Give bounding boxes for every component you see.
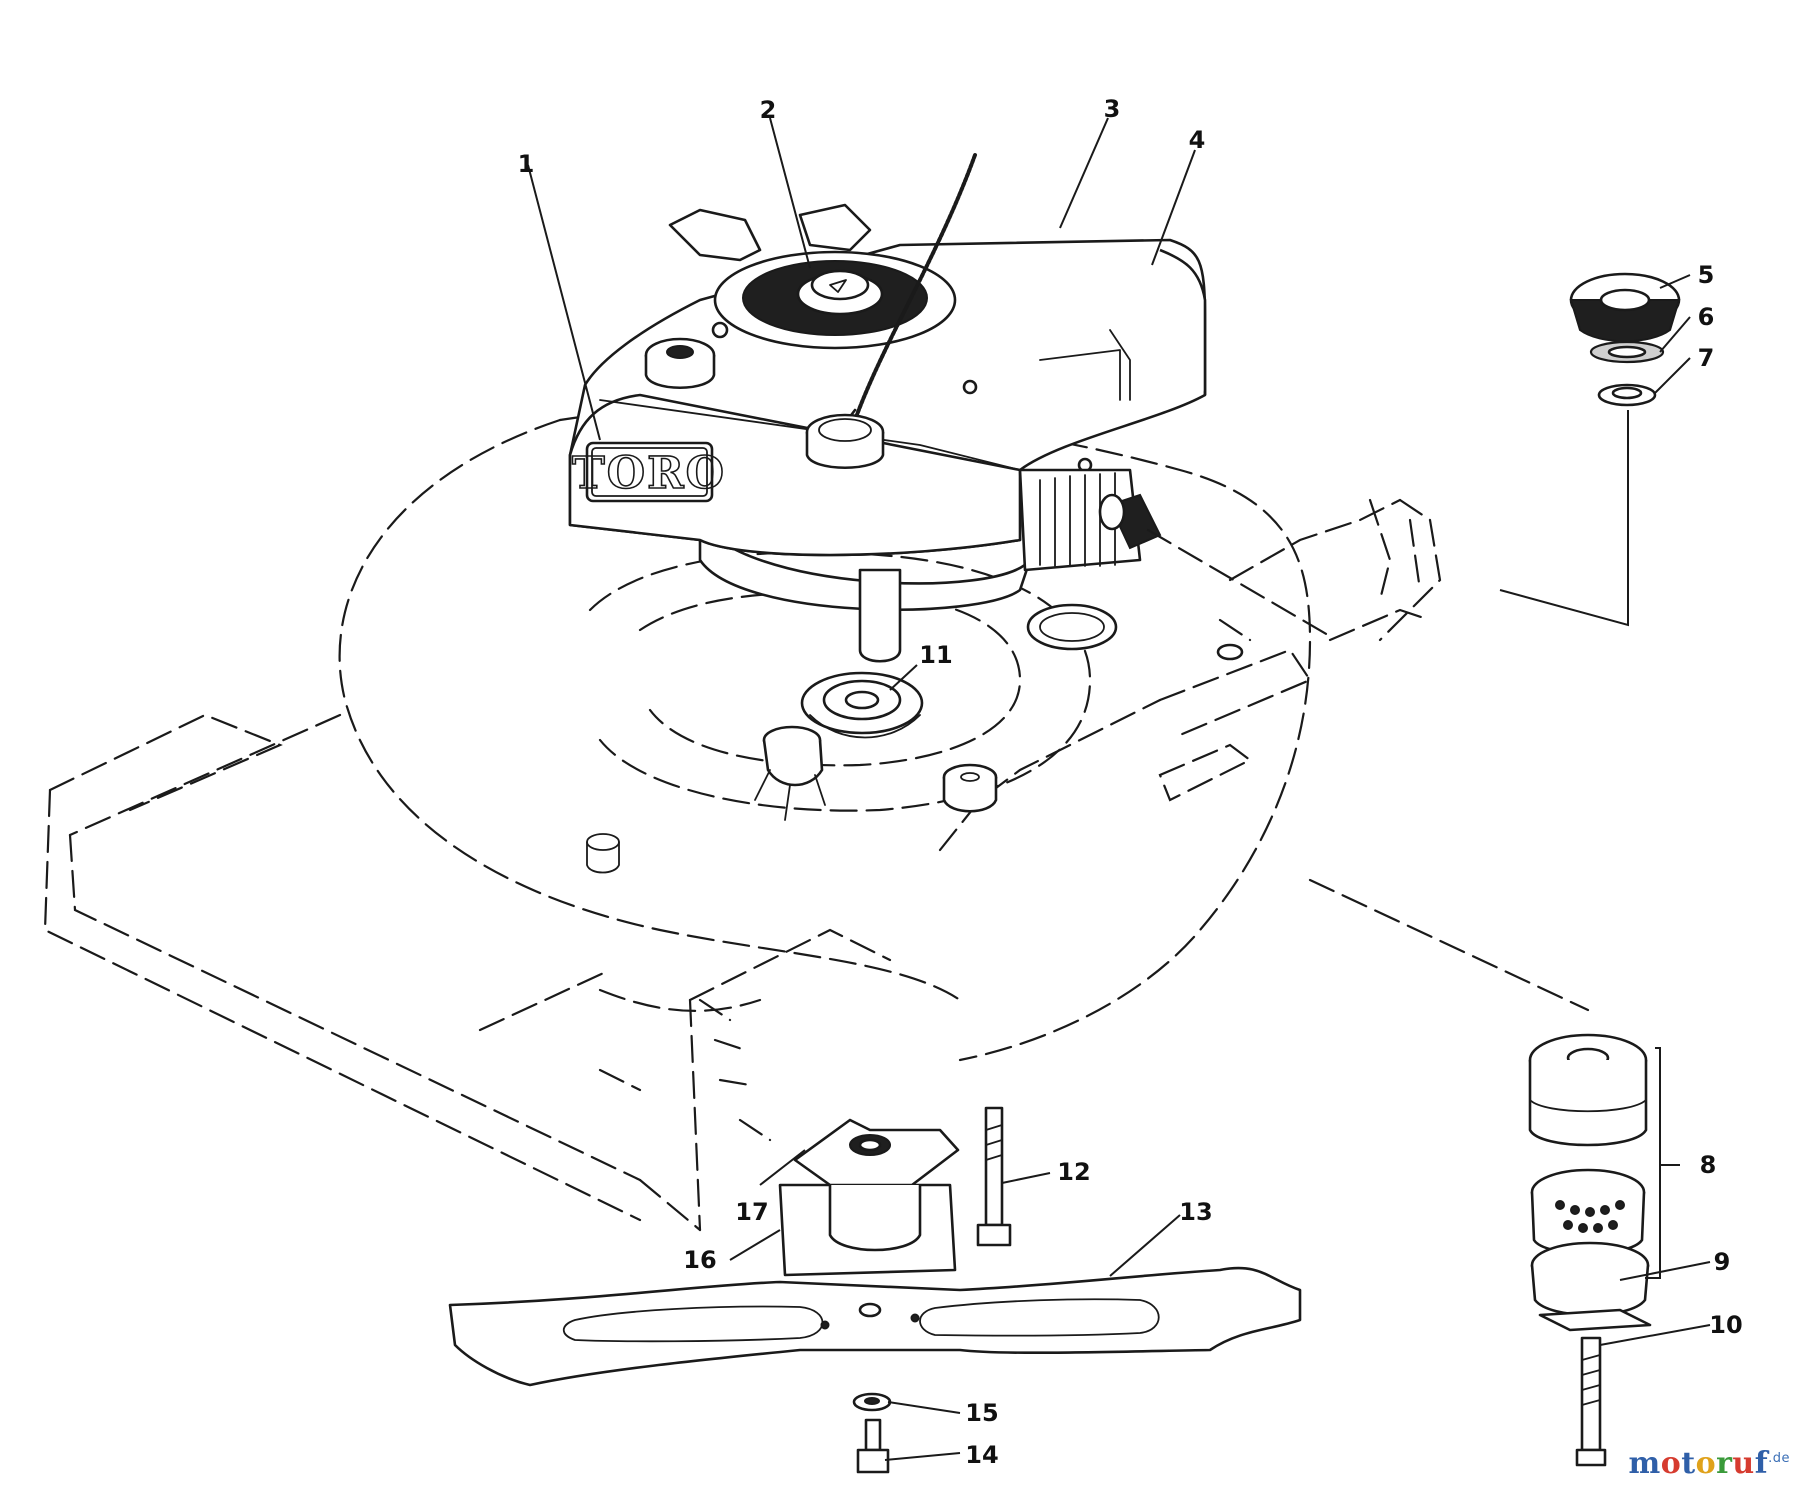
watermark-letter: o	[1660, 1446, 1682, 1481]
part-label-15: 15	[965, 1399, 998, 1427]
part-label-5: 5	[1698, 261, 1715, 289]
part-label-6: 6	[1698, 303, 1715, 331]
part-label-14: 14	[965, 1441, 998, 1469]
watermark-letter: f	[1754, 1446, 1769, 1481]
part-label-11: 11	[919, 641, 952, 669]
watermark-letter: u	[1732, 1446, 1755, 1481]
part-number-labels: 1 2 3 4 5 6 7 8 9 10 11 12 13 14 15 16 1…	[518, 95, 1743, 1469]
leader-lines	[527, 117, 1711, 1461]
brand-label: TORO	[572, 448, 726, 499]
part-label-10: 10	[1709, 1311, 1742, 1339]
part-label-3: 3	[1104, 95, 1121, 123]
muffler-assembly	[1528, 1033, 1652, 1467]
blade-assembly	[448, 1106, 1302, 1474]
part-label-1: 1	[518, 150, 535, 178]
part-label-9: 9	[1714, 1248, 1731, 1276]
watermark-letter: t	[1681, 1446, 1696, 1481]
air-cleaner-cover	[1569, 272, 1681, 407]
watermark-logo: motoruf.de	[1628, 1446, 1790, 1481]
part-label-12: 12	[1057, 1158, 1090, 1186]
part-label-4: 4	[1189, 126, 1206, 154]
part-label-16: 16	[683, 1246, 716, 1274]
part-label-2: 2	[760, 96, 777, 124]
watermark-letter: m	[1628, 1446, 1661, 1481]
watermark-letter: r	[1716, 1446, 1733, 1481]
engine: TORO	[568, 153, 1207, 821]
part-label-8: 8	[1700, 1151, 1717, 1179]
part-label-17: 17	[735, 1198, 768, 1226]
watermark-suffix: .de	[1768, 1451, 1790, 1466]
part-label-13: 13	[1179, 1198, 1212, 1226]
watermark-letter: o	[1695, 1446, 1717, 1481]
part-label-7: 7	[1698, 344, 1715, 372]
